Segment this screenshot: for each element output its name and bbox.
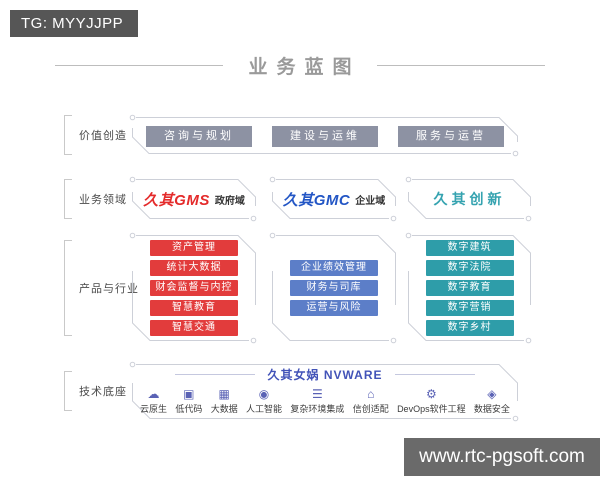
tech-item-devops: ⚙ DevOps软件工程 — [397, 388, 466, 415]
side-label-products: 产品与行业 — [64, 240, 139, 336]
title-rule-left — [55, 65, 224, 66]
product-list-government: 资产管理 统计大数据 财会监督与内控 智慧教育 智慧交通 — [128, 237, 260, 339]
product-box: 数字乡村 — [425, 320, 514, 336]
product-list-enterprise: 企业绩效管理 财务与司库 运营与风险 — [268, 237, 400, 339]
brand-gmc-logo: 久其GMC — [282, 191, 351, 209]
panel-outline — [269, 232, 397, 344]
devops-icon: ⚙ — [425, 387, 437, 401]
tech-item-label: 数据安全 — [473, 404, 510, 414]
ai-icon: ◉ — [258, 387, 270, 401]
site-watermark-text: www.rtc-pgsoft.com — [419, 446, 585, 467]
side-label-text: 价值创造 — [79, 130, 127, 142]
tech-item-ai: ◉ 人工智能 — [246, 388, 282, 415]
process-box-consulting: 咨询与规划 — [146, 126, 252, 147]
tech-item-label: 复杂环境集成 — [290, 404, 345, 414]
panel-outline — [129, 114, 519, 157]
side-label-text: 技术底座 — [79, 386, 127, 398]
panel-products-innovation: 数字建筑 数字法院 数字教育 数字营销 数字乡村 — [404, 231, 535, 345]
product-box: 数字营销 — [425, 300, 514, 316]
bracket-shape — [64, 115, 72, 155]
bracket-shape — [64, 179, 72, 219]
data-security-icon: ◈ — [487, 387, 497, 401]
brand-gms: 久其GMS 政府域 — [128, 175, 260, 223]
product-box: 智慧教育 — [150, 300, 238, 316]
bracket-shape — [64, 240, 72, 336]
cloud-native-icon: ☁ — [147, 387, 160, 401]
tech-item-cloud-native: ☁ 云原生 — [140, 388, 167, 415]
product-box: 财会监督与内控 — [150, 280, 238, 296]
panel-outline — [405, 232, 532, 344]
title-rule-right — [376, 65, 545, 66]
product-box: 企业绩效管理 — [290, 260, 378, 276]
brand-gms-tag: 政府域 — [214, 195, 245, 207]
platform-name: 久其女娲 NVWARE — [267, 368, 383, 382]
brand-gmc-tag: 企业域 — [355, 195, 386, 207]
panel-brand-innovation: 久其创新 — [404, 175, 535, 223]
platform-rule-left — [175, 374, 256, 375]
watermark-text: TG: MYYJJPP — [21, 15, 124, 32]
panel-brand-gms: 久其GMS 政府域 — [128, 175, 260, 223]
tech-item-label: 信创适配 — [352, 404, 389, 414]
brand-gms-logo: 久其GMS — [143, 191, 210, 209]
side-label-value-creation: 价值创造 — [64, 115, 127, 155]
tech-item-label: 大数据 — [210, 404, 238, 414]
tech-item-label: 低代码 — [175, 404, 203, 414]
big-data-icon: ▦ — [218, 387, 230, 401]
side-label-tech-base: 技术底座 — [64, 371, 127, 411]
tech-item-label: DevOps软件工程 — [397, 404, 466, 414]
tech-item-low-code: ▣ 低代码 — [175, 388, 202, 415]
bracket-shape — [64, 371, 72, 411]
xinchuang-icon: ⌂ — [367, 387, 375, 401]
product-box: 财务与司库 — [290, 280, 378, 296]
product-box: 资产管理 — [150, 240, 238, 256]
platform-rule-right — [394, 374, 475, 375]
panel-tech-base: 久其女娲 NVWARE ☁ 云原生 ▣ 低代码 ▦ 大数据 ◉ 人工智能 ☰ 复 — [128, 360, 522, 423]
brand-gmc: 久其GMC 企业域 — [268, 175, 400, 223]
low-code-icon: ▣ — [183, 387, 195, 401]
tech-item-label: 人工智能 — [246, 404, 283, 414]
platform-header: 久其女娲 NVWARE — [128, 366, 522, 383]
panel-brand-gmc: 久其GMC 企业域 — [268, 175, 400, 223]
product-box: 智慧交通 — [150, 320, 238, 336]
page-title: 业务蓝图 — [248, 57, 361, 78]
watermark-badge: TG: MYYJJPP — [10, 10, 138, 37]
side-label-business-domains: 业务领域 — [64, 179, 127, 219]
tech-items: ☁ 云原生 ▣ 低代码 ▦ 大数据 ◉ 人工智能 ☰ 复杂环境集成 ⌂ 信创适配 — [140, 385, 510, 418]
panel-outline — [269, 176, 397, 222]
side-label-text: 产品与行业 — [79, 283, 139, 295]
panel-products-government: 资产管理 统计大数据 财会监督与内控 智慧教育 智慧交通 — [128, 231, 260, 345]
panel-outline — [129, 176, 257, 222]
site-watermark: www.rtc-pgsoft.com — [404, 438, 600, 476]
title-block: 业务蓝图 — [0, 52, 600, 79]
panel-outline — [405, 176, 532, 222]
product-list-innovation: 数字建筑 数字法院 数字教育 数字营销 数字乡村 — [404, 237, 535, 339]
panel-outline — [129, 232, 257, 344]
tech-item-data-security: ◈ 数据安全 — [474, 388, 510, 415]
panel-outline — [129, 361, 519, 422]
tech-item-big-data: ▦ 大数据 — [211, 388, 238, 415]
product-box: 数字建筑 — [425, 240, 514, 256]
side-label-text: 业务领域 — [79, 194, 127, 206]
panel-value-creation: 咨询与规划 建设与运维 服务与运营 — [128, 113, 522, 158]
product-box: 数字教育 — [425, 280, 514, 296]
process-boxes: 咨询与规划 建设与运维 服务与运营 — [146, 126, 504, 147]
panel-products-enterprise: 企业绩效管理 财务与司库 运营与风险 — [268, 231, 400, 345]
product-box: 运营与风险 — [290, 300, 378, 316]
tech-item-label: 云原生 — [140, 404, 168, 414]
tech-item-integration: ☰ 复杂环境集成 — [290, 388, 344, 415]
product-box: 统计大数据 — [150, 260, 238, 276]
brand-innovation-logo: 久其创新 — [433, 191, 506, 207]
brand-innovation: 久其创新 — [404, 175, 535, 223]
tech-item-xinchuang: ⌂ 信创适配 — [353, 388, 389, 415]
product-box: 数字法院 — [425, 260, 514, 276]
process-box-construction: 建设与运维 — [272, 126, 378, 147]
integration-icon: ☰ — [312, 387, 323, 401]
process-box-service: 服务与运营 — [398, 126, 504, 147]
